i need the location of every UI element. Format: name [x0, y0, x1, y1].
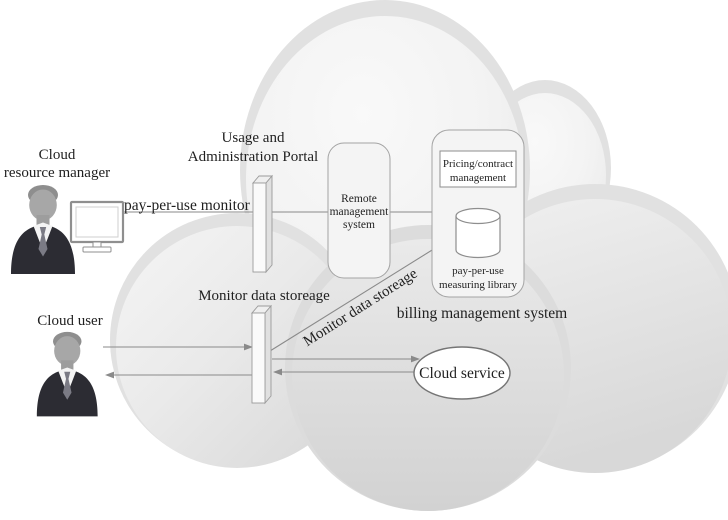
cylinder-top — [455, 207, 501, 225]
monitor-screen — [75, 206, 119, 238]
remote-management-label-line1: Remote — [341, 193, 377, 205]
cloud-service-label: Cloud service — [419, 365, 505, 382]
storage-to-user-arrowhead — [105, 371, 114, 379]
manager-monitor-icon — [69, 200, 125, 253]
portal-label-line1: Usage and — [222, 130, 285, 146]
usage-portal-bar-side — [265, 174, 273, 274]
manager-label-line1: Cloud — [39, 147, 76, 163]
pricing-label-line2: management — [450, 172, 506, 184]
library-label-line1: pay-per-use — [452, 265, 504, 277]
pricing-label-line1: Pricing/contract — [443, 158, 513, 170]
billing-management-container: Pricing/contract management pay-per-use … — [431, 129, 525, 298]
monitor-data-storage-label: Monitor data storeage — [198, 288, 330, 304]
storage-to-service-arrowhead — [411, 355, 420, 363]
monitor-storage-bar-side — [264, 304, 272, 405]
monitor-storage-bar — [251, 304, 272, 405]
usage-portal-bar — [252, 174, 273, 274]
cylinder-body — [455, 216, 501, 259]
cloud-service-ellipse — [413, 346, 511, 400]
cloud-service-node: Cloud service — [413, 346, 511, 400]
monitor-storage-bar-front — [251, 312, 266, 404]
pricing-contract-box-shape — [439, 150, 517, 188]
pricing-contract-box: Pricing/contract management — [439, 150, 517, 188]
user-to-storage-arrowhead — [244, 343, 253, 351]
user-avatar — [36, 331, 98, 417]
remote-management-box-shape — [327, 142, 391, 279]
remote-management-label-line2: management — [330, 206, 390, 218]
service-to-storage-arrowhead — [273, 368, 282, 376]
storage-to-library-diagonal-line — [269, 241, 446, 352]
monitor-stand-base — [82, 246, 112, 253]
measuring-library-cylinder: pay-per-use measuring library — [439, 207, 517, 291]
cloud-user-label: Cloud user — [37, 313, 102, 329]
usage-portal-bar-front — [252, 182, 267, 273]
remote-management-label-line3: system — [343, 219, 375, 231]
manager-avatar — [11, 185, 75, 274]
portal-label-line2: Administration Portal — [188, 149, 318, 165]
library-label-line2: measuring library — [439, 279, 517, 291]
manager-label-line2: resource manager — [4, 165, 110, 181]
remote-management-box: Remote management system — [327, 142, 391, 279]
billing-system-label: billing management system — [397, 305, 567, 322]
monitor-stand-neck — [92, 241, 102, 248]
cloud-background — [110, 0, 728, 511]
pay-per-use-monitor-label: pay-per-use monitor — [124, 197, 251, 214]
